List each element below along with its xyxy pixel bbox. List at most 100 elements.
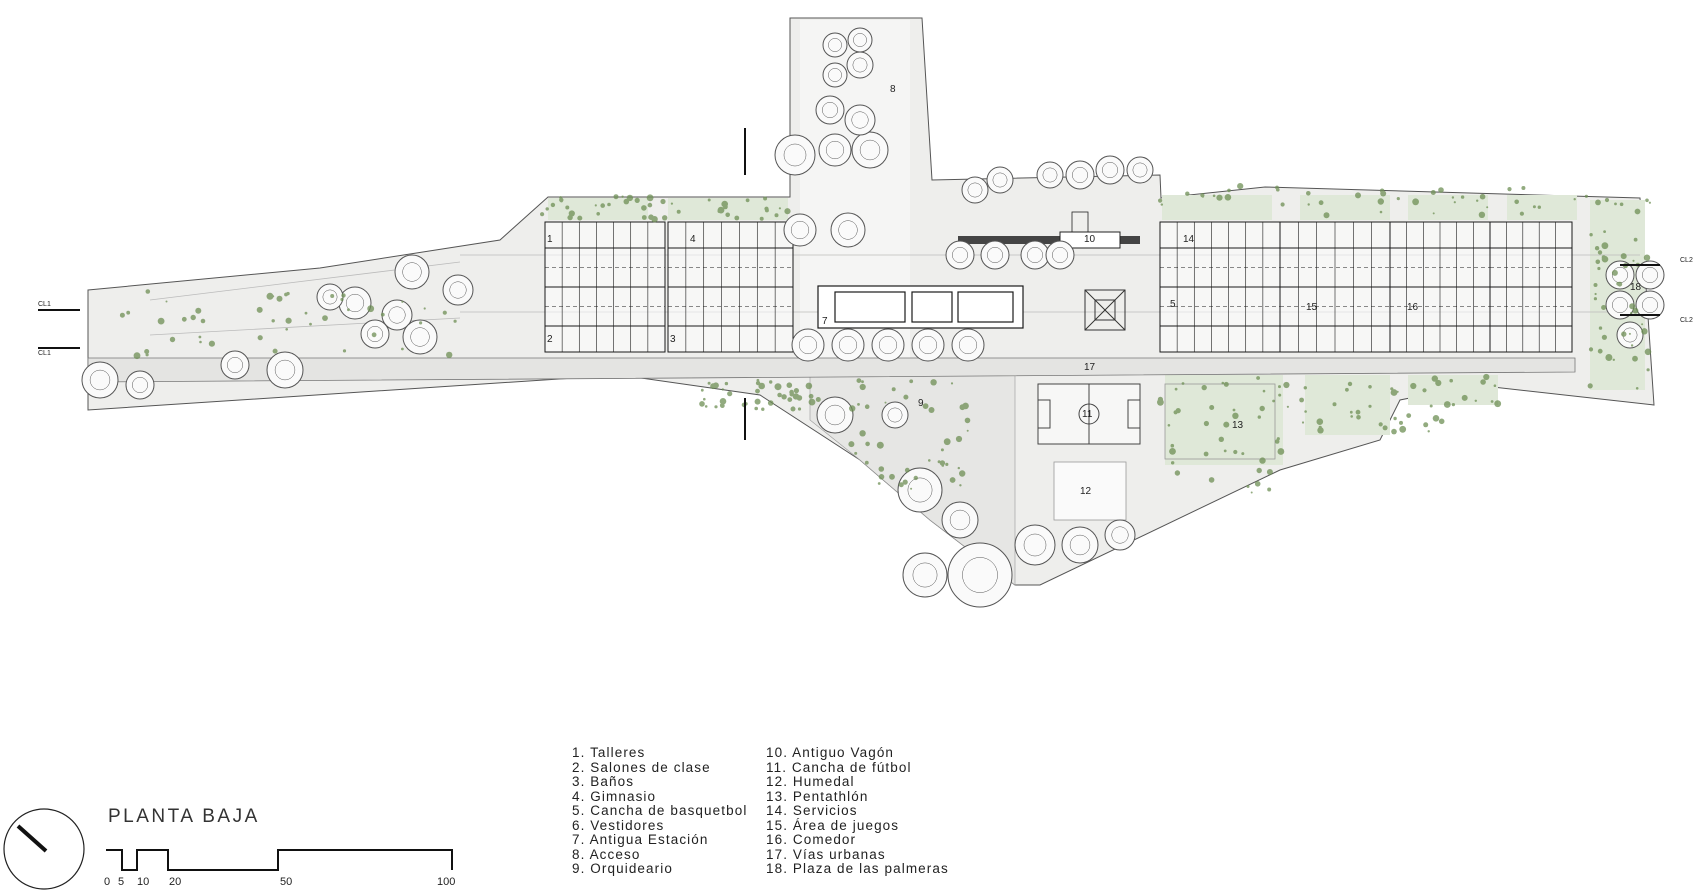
legend-item: 8. Acceso — [572, 846, 641, 862]
tree-canopy — [822, 62, 848, 88]
tree-canopy — [81, 361, 119, 399]
area-label: 4 — [690, 234, 696, 245]
tree-canopy — [338, 286, 372, 320]
tree-canopy — [783, 213, 817, 247]
section-mark-label: CL1 — [38, 350, 51, 357]
plan-title: PLANTA BAJA — [108, 806, 260, 827]
area-label: 13 — [1232, 420, 1244, 431]
legend-item: 10. Antiguo Vagón — [766, 745, 895, 760]
tree-canopy — [980, 240, 1010, 270]
tree-canopy — [442, 274, 474, 306]
tree-canopy — [220, 350, 250, 380]
area-label: 14 — [1183, 234, 1195, 245]
green-patches — [548, 195, 1645, 465]
tree-canopy — [941, 501, 979, 539]
legend-item: 2. Salones de clase — [572, 759, 711, 775]
area-label: 1 — [547, 234, 553, 245]
vegetation — [119, 183, 1652, 494]
legend-item: 7. Antigua Estación — [572, 832, 709, 847]
area-label: 9 — [918, 398, 924, 409]
tree-canopy — [774, 134, 816, 176]
legend-item: 4. Gimnasio — [572, 788, 657, 804]
tree-canopy — [316, 283, 344, 311]
legend-item: 9. Orquideario — [572, 861, 673, 876]
legend-item: 18. Plaza de las palmeras — [766, 861, 949, 876]
legend-column-2: 10. Antiguo Vagón 11. Cancha de fútbol 1… — [766, 745, 949, 877]
legend-item: 14. Servicios — [766, 803, 858, 818]
tree-canopy — [871, 328, 905, 362]
tree-canopy — [961, 176, 989, 204]
tree-canopy — [1020, 240, 1050, 270]
legend-item: 15. Área de juegos — [766, 817, 900, 833]
scale-tick-label: 5 — [118, 876, 125, 888]
pyramid-feature — [1084, 289, 1126, 331]
tree-canopy — [830, 212, 866, 248]
area-label: 8 — [890, 84, 896, 95]
section-mark-label: CL2 — [1680, 317, 1693, 324]
tree-canopy — [897, 467, 943, 513]
legend-item: 13. Pentathlón — [766, 788, 869, 804]
area-label: 2 — [547, 334, 553, 345]
tree-canopy — [1635, 260, 1665, 290]
tree-canopy — [831, 328, 865, 362]
area-label: 12 — [1080, 486, 1092, 497]
scale-tick-label: 10 — [137, 876, 150, 888]
area-label: 11 — [1082, 409, 1093, 420]
scale-tick-label: 100 — [437, 876, 456, 888]
soccer-field — [1037, 383, 1141, 445]
tree-canopy — [125, 370, 155, 400]
old-wagon — [958, 211, 1140, 249]
tree-canopy — [951, 328, 985, 362]
section-marks — [38, 128, 1660, 440]
area-label: 5 — [1170, 299, 1176, 310]
area-label: 15 — [1306, 302, 1318, 313]
scale-tick-label: 0 — [104, 876, 111, 888]
legend-item: 17. Vías urbanas — [766, 846, 886, 862]
area-label: 10 — [1084, 234, 1096, 245]
tree-canopy — [791, 328, 825, 362]
tree-canopy — [818, 133, 852, 167]
tree-canopy — [851, 131, 889, 169]
area-labels: 1 2 3 4 5 7 8 9 10 11 12 13 14 15 16 17 … — [547, 84, 1642, 497]
tree-canopy — [881, 401, 909, 429]
tree-canopy — [1036, 161, 1064, 189]
tree-canopy — [816, 396, 854, 434]
scale-bar — [106, 849, 453, 871]
legend-item: 6. Vestidores — [572, 817, 665, 833]
tree-canopy — [1104, 519, 1136, 551]
tree-canopy — [815, 95, 845, 125]
tree-canopy — [1616, 321, 1644, 349]
tree-canopy — [986, 166, 1014, 194]
tree-canopy — [1065, 160, 1095, 190]
tree-canopy — [1061, 526, 1099, 564]
legend-item: 16. Comedor — [766, 832, 857, 847]
wetland — [1053, 461, 1127, 521]
tree-canopy — [402, 319, 438, 355]
tree-canopy — [945, 240, 975, 270]
area-label: 16 — [1407, 302, 1419, 313]
tree-canopy — [1095, 155, 1125, 185]
area-label: 3 — [670, 334, 676, 345]
tree-canopy — [847, 27, 873, 53]
scale-tick-label: 50 — [280, 876, 293, 888]
legend-item: 11. Cancha de fútbol — [766, 759, 912, 775]
building-blocks — [544, 221, 1573, 353]
tree-canopy — [844, 104, 876, 136]
tree-canopy — [1605, 260, 1635, 290]
legend-item: 1. Talleres — [572, 745, 646, 760]
legend-column-1: 1. Talleres 2. Salones de clase 3. Baños… — [572, 745, 747, 877]
trees — [81, 27, 1665, 608]
tree-canopy — [266, 351, 304, 389]
tree-canopy — [822, 32, 848, 58]
section-mark-label: CL1 — [38, 301, 51, 308]
scale-tick-label: 20 — [169, 876, 182, 888]
tree-canopy — [846, 51, 874, 79]
tree-canopy — [911, 328, 945, 362]
tree-canopy — [394, 254, 430, 290]
section-mark-label: CL2 — [1680, 257, 1693, 264]
pentathlon-area — [1164, 383, 1276, 460]
legend-item: 12. Humedal — [766, 774, 855, 789]
tree-canopy — [1014, 524, 1056, 566]
area-label: 17 — [1084, 362, 1096, 373]
